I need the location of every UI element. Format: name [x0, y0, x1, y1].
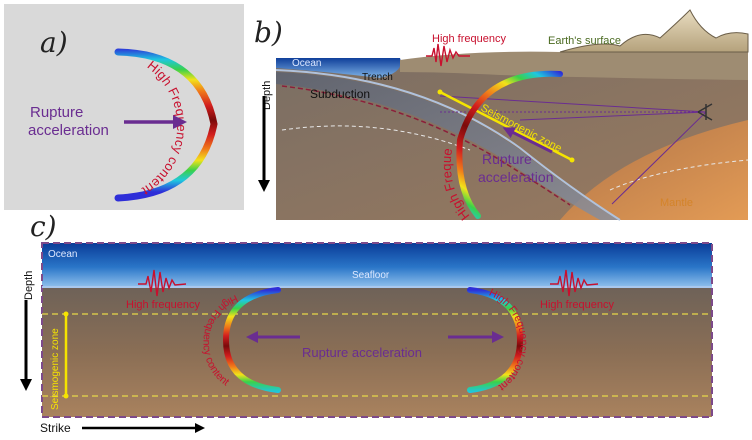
panel-c-high-frequency-right: High frequency [540, 299, 614, 311]
panel-a-background [4, 4, 244, 210]
panel-b-ocean-label: Ocean [292, 58, 321, 69]
panel-b-mantle [560, 120, 748, 220]
panel-c-label: c) [30, 210, 57, 243]
panel-a-wavefront-arc [114, 48, 218, 202]
panel-b-dashed-mantle [609, 159, 749, 191]
panel-c-seismogenic-bottom-dot [63, 393, 69, 399]
panel-b-mountains [559, 9, 749, 53]
panel-c-wavefront-arc-right [467, 287, 524, 393]
panel-b-slab [276, 72, 620, 220]
seismometer-icon [697, 103, 713, 121]
panel-c: c) Ocean Seafloor Seismogenic zone Depth… [20, 210, 713, 435]
panel-b-rupture-arrow [502, 127, 553, 154]
panel-b-rupture-line1: Rupture [482, 151, 532, 167]
panel-c-depth-label: Depth [23, 271, 35, 300]
panel-c-ocean-label: Ocean [48, 249, 77, 260]
panel-b-mantle-label: Mantle [660, 197, 693, 209]
panel-b-seismogenic-end [569, 157, 575, 163]
panel-a: a) High Frequency content Rupture accele… [4, 4, 244, 210]
panel-c-wavelet-right [550, 269, 599, 297]
panel-c-crust [42, 287, 712, 417]
panel-c-seafloor-label: Seafloor [352, 270, 390, 281]
panel-b-continent [400, 48, 748, 80]
panel-b-ray-3 [611, 111, 707, 205]
panel-b-slab-interface [275, 69, 621, 221]
panel-c-wavefront-arc-left [222, 287, 281, 393]
panel-b-wavefront-arc [456, 70, 563, 219]
panel-b-earth-surface: Earth's surface [548, 35, 621, 47]
panel-c-high-frequency-left: High frequency [126, 299, 200, 311]
panel-c-seismogenic-top-dot [63, 311, 69, 317]
panel-b-rupture-line2: acceleration [478, 169, 554, 185]
panel-b-dashed-interface [281, 85, 571, 206]
panel-a-rupture-label-line2: acceleration [28, 122, 109, 139]
panel-b-high-frequency: High frequency [432, 33, 506, 45]
panel-c-wavelet-left [138, 269, 187, 297]
panel-c-strike-label: Strike [40, 421, 71, 435]
panel-c-border [41, 242, 713, 418]
panel-b-subduction-label: Subduction [310, 87, 370, 101]
panel-b-label: b) [254, 16, 283, 49]
panel-a-label: a) [40, 26, 68, 59]
panel-b-ray-2 [519, 111, 707, 121]
panel-c-seismogenic-label: Seismogenic zone [50, 328, 61, 410]
panel-b-seismogenic-start [437, 89, 443, 95]
panel-c-ocean [42, 243, 712, 287]
panel-a-rupture-label-line1: Rupture [30, 104, 83, 121]
panel-b-wavelet [426, 43, 470, 67]
panel-b-seismogenic-arrow [439, 90, 573, 162]
panel-b-trench-label: Trench [362, 72, 393, 83]
panel-b-ocean [276, 58, 401, 78]
panel-b-dashed-lower [281, 125, 471, 151]
panel-c-rupture-label: Rupture acceleration [302, 345, 422, 360]
